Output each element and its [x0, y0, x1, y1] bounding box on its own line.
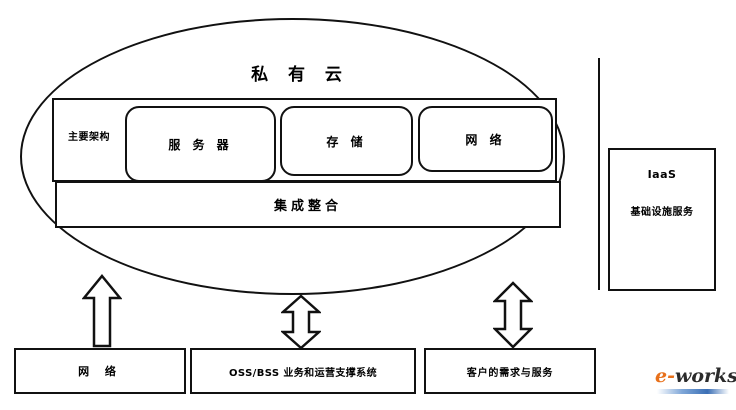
architecture-label: 主要架构 [68, 132, 110, 144]
iaas-title: IaaS [647, 168, 677, 181]
resource-box-storage: 存 储 [280, 106, 413, 176]
private-cloud-ellipse [20, 18, 565, 295]
eworks-logo-e: e [655, 365, 668, 387]
iaas-subtitle: 基础设施服务 [630, 207, 694, 218]
network-up-arrow [82, 274, 122, 348]
vertical-divider [598, 58, 600, 290]
foundation-box-ossbss: OSS/BSS 业务和运营支撑系统 [190, 348, 416, 394]
customer-bidirectional-arrow [493, 281, 533, 349]
eworks-logo: e-works [655, 362, 736, 402]
eworks-logo-text: e-works [655, 364, 736, 388]
resource-box-network: 网 络 [418, 106, 553, 172]
eworks-logo-underline [657, 389, 729, 394]
eworks-logo-dash: - [667, 365, 675, 387]
foundation-box-customer: 客户的需求与服务 [424, 348, 596, 394]
eworks-logo-works: works [674, 365, 736, 387]
private-cloud-title: 私 有 云 [251, 64, 349, 85]
integration-bar: 集成整合 [55, 181, 561, 228]
ossbss-bidirectional-arrow [281, 294, 321, 350]
foundation-box-network: 网 络 [14, 348, 186, 394]
iaas-box: IaaS 基础设施服务 [608, 148, 716, 291]
resource-box-server: 服 务 器 [125, 106, 276, 182]
